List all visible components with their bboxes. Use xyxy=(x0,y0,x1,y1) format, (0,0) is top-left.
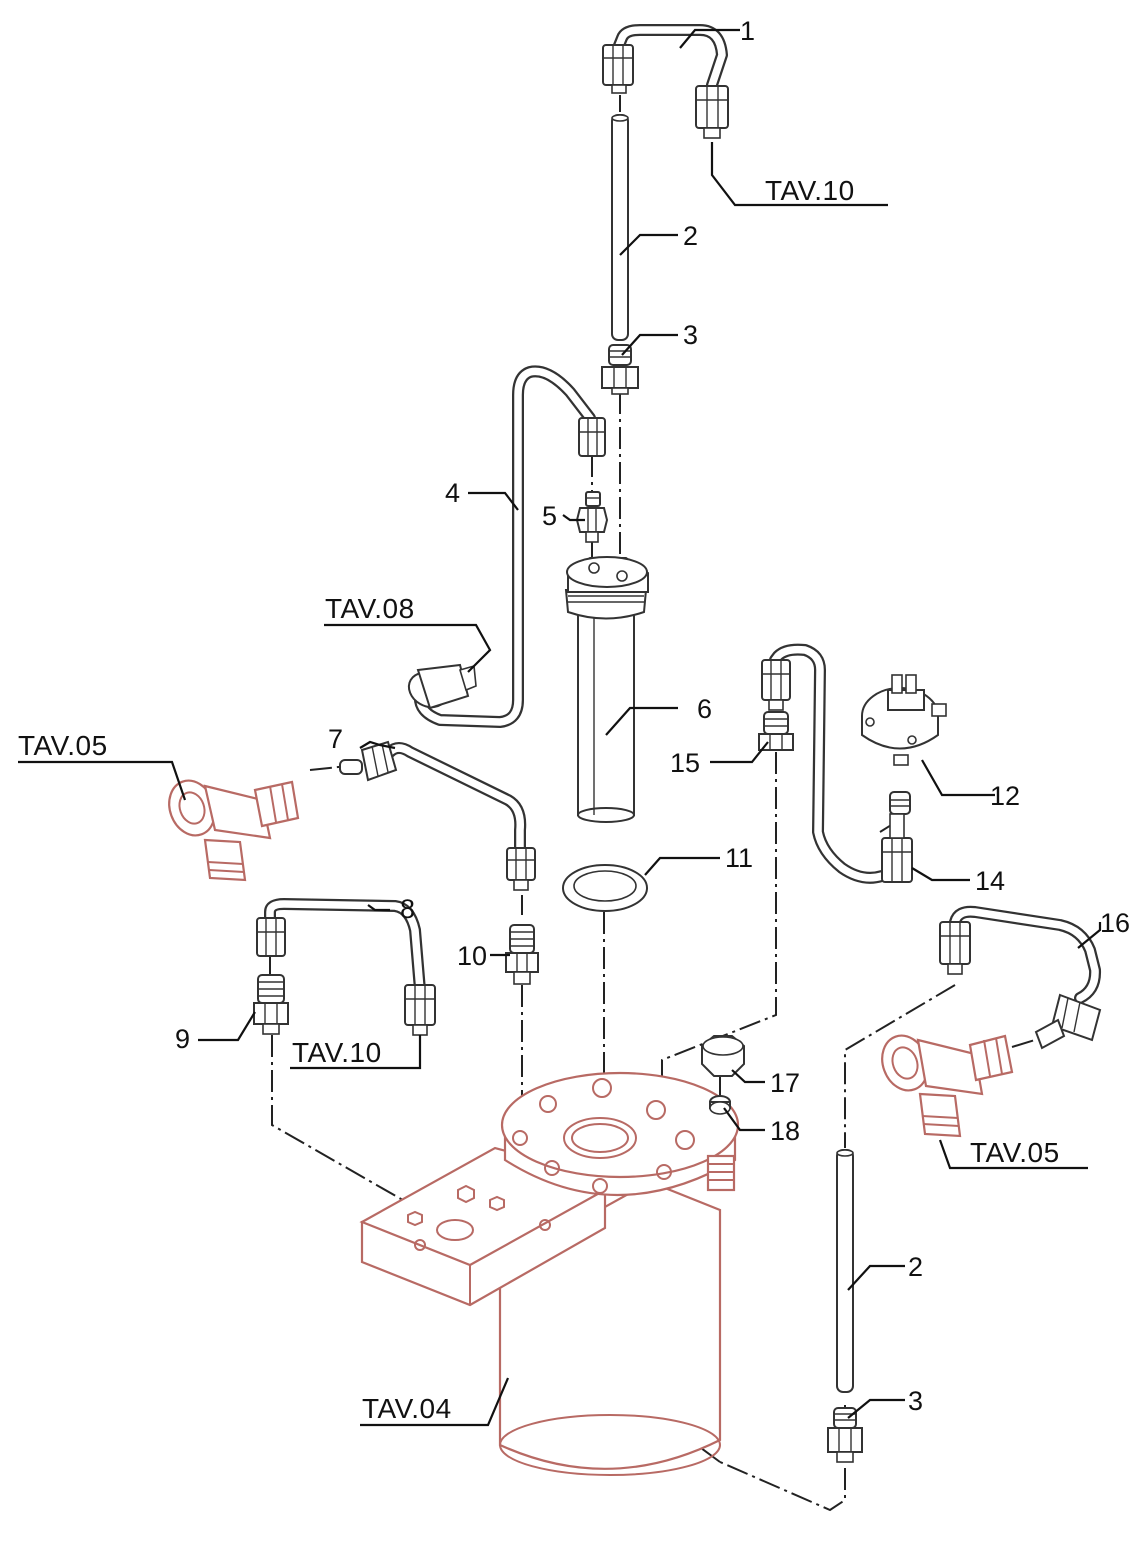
pipe-4 xyxy=(413,365,596,728)
pipe-14 xyxy=(769,643,888,884)
pipe-14-nut-top xyxy=(761,659,791,711)
gasket-11 xyxy=(562,864,648,912)
table-references: TAV.10 TAV.08 TAV.05 TAV.10 TAV.05 TAV.0… xyxy=(18,175,1060,1424)
callout-12: 12 xyxy=(990,781,1020,811)
callout-15: 15 xyxy=(670,748,700,778)
tube-2-lower xyxy=(836,1149,854,1393)
callout-10: 10 xyxy=(457,941,487,971)
reference-tav05-left: TAV.05 xyxy=(18,730,108,761)
pipe-8-nut-right xyxy=(404,984,436,1036)
callout-8: 8 xyxy=(400,894,415,924)
fitting-14 xyxy=(881,791,913,883)
callout-numbers: 1 2 3 4 5 6 7 8 9 10 11 12 14 15 16 17 1… xyxy=(175,16,1130,1416)
pipe-1 xyxy=(612,24,728,91)
callout-11: 11 xyxy=(725,843,753,873)
callout-3-lower: 3 xyxy=(908,1386,923,1416)
pipe-4-nut-top xyxy=(578,417,606,457)
callout-17: 17 xyxy=(770,1068,800,1098)
callout-16: 16 xyxy=(1100,908,1130,938)
reference-tav10-lower: TAV.10 xyxy=(292,1037,382,1068)
pipe-8 xyxy=(264,898,426,996)
heating-element-6 xyxy=(564,556,649,823)
pipe-7-connector xyxy=(339,740,398,782)
pipe-1-nut-right xyxy=(695,85,729,139)
washer-18 xyxy=(709,1095,731,1115)
pipe-7-nut xyxy=(506,847,536,891)
callout-9: 9 xyxy=(175,1024,190,1054)
boiler-reference-part xyxy=(359,1071,740,1476)
callout-7: 7 xyxy=(328,724,343,754)
adapter-3-upper xyxy=(601,344,639,395)
callout-3-upper: 3 xyxy=(683,320,698,350)
callout-14: 14 xyxy=(975,866,1005,896)
adapter-3-lower xyxy=(827,1407,863,1463)
tee-fitting-left-reference-part xyxy=(168,779,300,882)
reference-tav10-top: TAV.10 xyxy=(765,175,855,206)
callout-4: 4 xyxy=(445,478,460,508)
adapter-9 xyxy=(253,974,289,1035)
leader-lines xyxy=(18,28,1102,1427)
reference-tav05-right: TAV.05 xyxy=(970,1137,1060,1168)
pipe-16 xyxy=(949,905,1102,1004)
callout-18: 18 xyxy=(770,1116,800,1146)
pipe-1-nut-left xyxy=(602,44,634,94)
fitting-5 xyxy=(575,491,609,543)
callout-5: 5 xyxy=(542,501,557,531)
callout-2-upper: 2 xyxy=(683,221,698,251)
tee-fitting-right-reference-part xyxy=(881,1034,1014,1138)
pipe-16-connector xyxy=(1034,993,1102,1050)
tube-2-upper xyxy=(611,114,629,341)
callout-2-lower: 2 xyxy=(908,1252,923,1282)
adapter-10 xyxy=(505,924,539,985)
pipe-8-nut-left xyxy=(256,917,286,957)
pressure-switch-12 xyxy=(861,674,947,766)
reference-tav08: TAV.08 xyxy=(325,593,415,624)
pipe-16-nut xyxy=(939,921,971,975)
pipe-4-nut-bottom xyxy=(407,663,477,710)
callout-6: 6 xyxy=(697,694,712,724)
reference-tav04: TAV.04 xyxy=(362,1393,452,1424)
cap-nut-17 xyxy=(701,1035,745,1077)
adapter-15 xyxy=(758,711,794,751)
pipe-7 xyxy=(384,742,527,856)
callout-1: 1 xyxy=(740,16,755,46)
